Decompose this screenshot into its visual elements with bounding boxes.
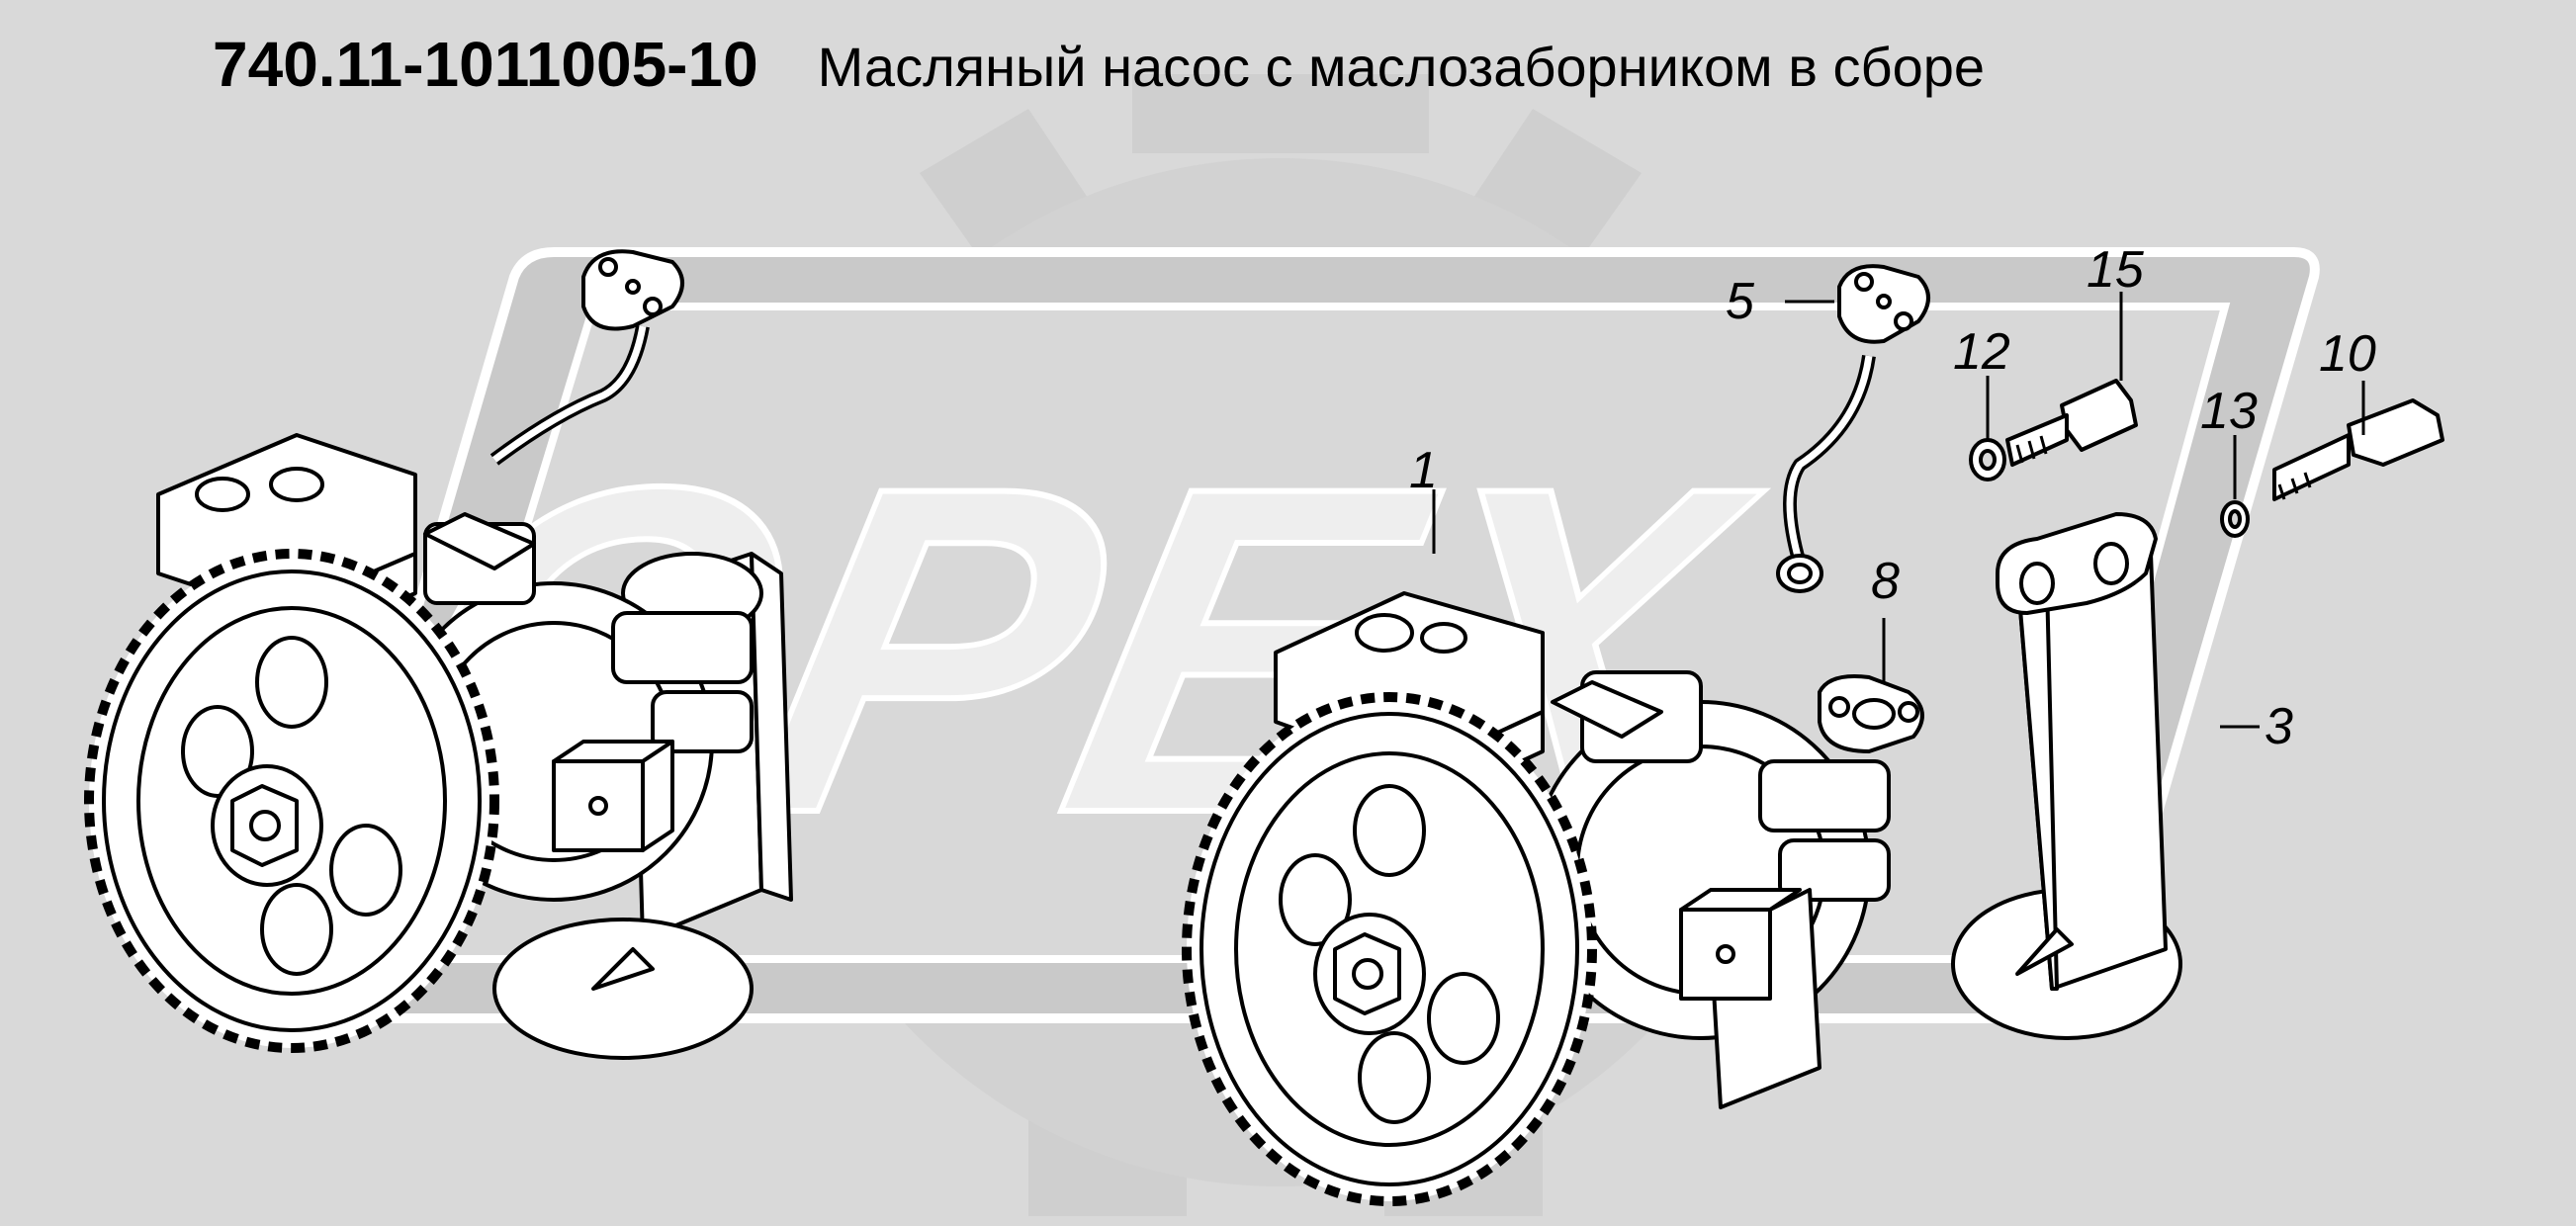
left-pump-assembly: [84, 249, 793, 1060]
part-name: Масляный насос с маслозаборником в сборе: [817, 36, 1986, 98]
left-drive-gear: [84, 549, 499, 1053]
part-number: 740.11-1011005-10: [213, 29, 758, 100]
part-5-oil-pipe: [1776, 264, 1930, 593]
part-3-oil-pickup: [1951, 512, 2182, 1040]
exploded-parts: [1776, 264, 2444, 1040]
callout-10: 10: [2319, 325, 2376, 383]
part-8-gasket: [1818, 674, 1924, 753]
callout-13: 13: [2200, 383, 2258, 440]
part-15-bolt: [2005, 379, 2138, 467]
callout-labels: 1 3 5 8 10 12 13 15: [1409, 241, 2376, 755]
callout-leaders: [1432, 292, 2365, 729]
callout-1: 1: [1409, 442, 1438, 499]
right-pump-assembly: [1182, 591, 1891, 1206]
right-drive-gear: [1182, 692, 1597, 1206]
callout-3: 3: [2265, 698, 2293, 755]
left-pipe-flange: [581, 249, 684, 331]
callout-5: 5: [1726, 273, 1755, 330]
part-10-bolt: [2272, 398, 2444, 501]
callout-12: 12: [1953, 323, 2010, 381]
callout-15: 15: [2087, 241, 2145, 299]
header: 740.11-1011005-10 Масляный насос с масло…: [213, 28, 1985, 127]
callout-8: 8: [1871, 553, 1900, 610]
